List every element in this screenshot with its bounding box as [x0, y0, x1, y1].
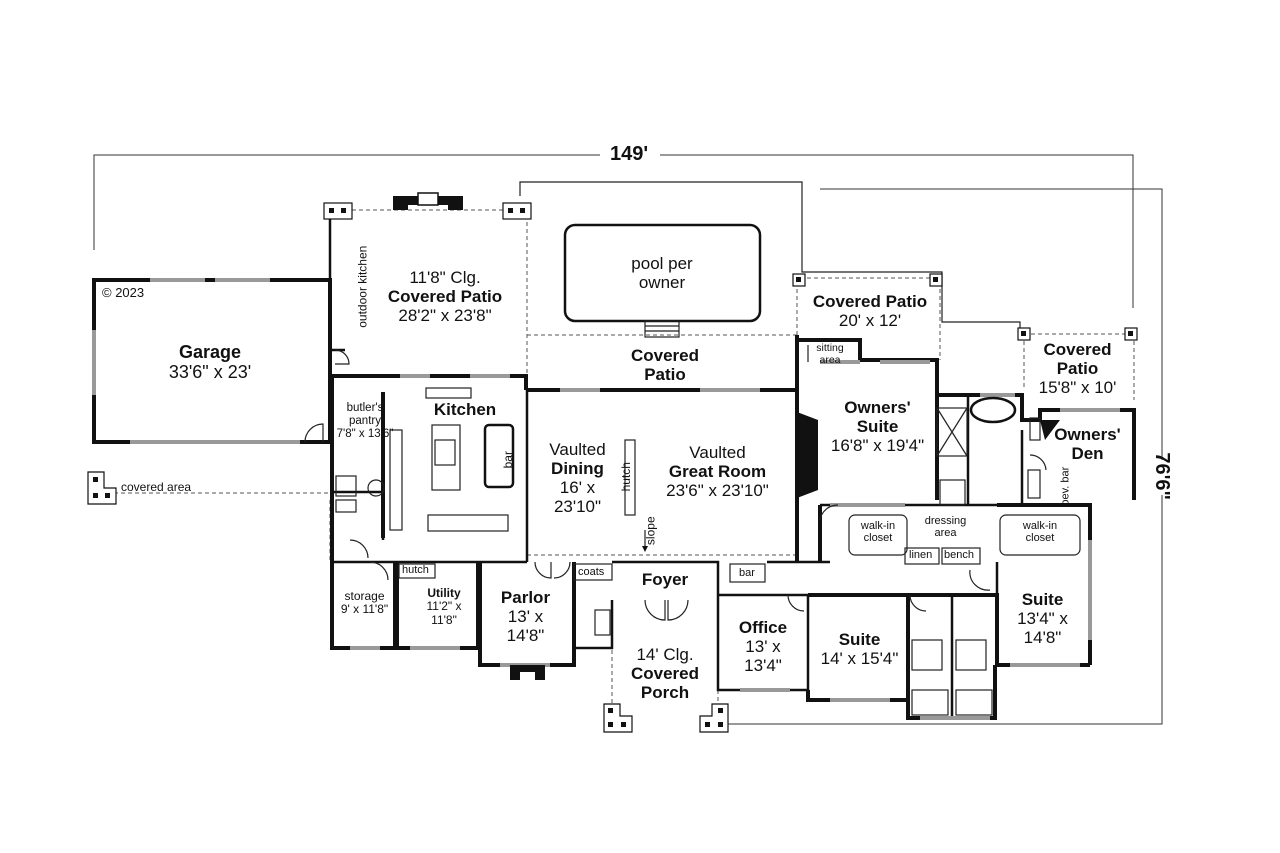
overall-width-dimension: 149' [610, 143, 649, 165]
covered-patio-center-name: Covered Patio [630, 346, 700, 385]
great-room-size: 23'6" x 23'10" [666, 481, 769, 501]
utility-name: Utility [427, 586, 461, 600]
misc-outlines [398, 345, 981, 583]
dining-prefix: Vaulted [549, 440, 606, 459]
hutch-utility-label: hutch [402, 564, 429, 576]
parlor-size: 13' x 14'8" [506, 607, 545, 646]
foyer-label: Foyer [630, 570, 700, 589]
great-room-label: Vaulted Great Room 23'6" x 23'10" [650, 443, 785, 500]
dining-label: Vaulted Dining 16' x 23'10" [535, 440, 620, 516]
storage-name: storage [344, 589, 385, 603]
covered-area-label: covered area [121, 480, 192, 494]
butlers-pantry-label: butler's pantry 7'8" x 13'6" [335, 402, 395, 441]
pool-label: pool per owner [631, 254, 693, 293]
bar-kitchen-label: bar [500, 451, 515, 469]
bev-bar-label: bev. bar [1059, 466, 1072, 506]
suite-center-label: Suite 14' x 15'4" [812, 630, 907, 668]
garage-size: 33'6" x 23' [168, 362, 252, 383]
covered-patio-main-label: 11'8" Clg. Covered Patio 28'2" x 23'8" [370, 268, 520, 325]
owners-suite-label: Owners' Suite 16'8" x 19'4" [825, 398, 930, 455]
parlor-name: Parlor [500, 588, 551, 607]
great-room-prefix: Vaulted [689, 443, 746, 462]
owners-suite-name: Owners' Suite [844, 398, 911, 437]
dimension-lines [93, 154, 1163, 725]
suite-right-size: 13'4" x 14'8" [1017, 609, 1068, 648]
parlor-label: Parlor 13' x 14'8" [488, 588, 563, 645]
outdoor-kitchen-label: outdoor kitchen [355, 245, 370, 328]
utility-size: 11'2" x 11'8" [426, 599, 462, 627]
storage-size: 9' x 11'8" [340, 602, 389, 617]
bath-fixtures [594, 396, 1081, 716]
covered-patio-den-size: 15'8" x 10' [1038, 378, 1117, 398]
covered-patio-main-name: Covered Patio [387, 287, 503, 307]
kitchen-label: Kitchen [410, 400, 520, 419]
patio-boundaries [100, 209, 1135, 712]
coats-label: coats [578, 566, 605, 578]
overall-depth-dimension: 76'6" [1151, 452, 1174, 500]
covered-patio-den-name: Covered Patio [1043, 340, 1112, 379]
suite-right-label: Suite 13'4" x 14'8" [1005, 590, 1080, 647]
covered-patio-owners-name: Covered Patio [812, 292, 928, 311]
walkin-closet-left-label: walk-in closet [860, 520, 896, 545]
covered-patio-owners-label: Covered Patio 20' x 12' [800, 292, 940, 330]
windows [92, 278, 1120, 720]
butlers-pantry-size: 7'8" x 13'6" [336, 427, 394, 440]
dining-size: 16' x 23'10" [553, 478, 602, 517]
covered-porch-label: 14' Clg. Covered Porch [615, 645, 715, 702]
fireplaces [393, 192, 1060, 680]
utility-label: Utility 11'2" x 11'8" [420, 586, 468, 627]
bench-label: bench [944, 549, 974, 561]
suite-right-name: Suite [1021, 590, 1064, 609]
doors [304, 349, 1047, 621]
covered-patio-den-label: Covered Patio 15'8" x 10' [1030, 340, 1125, 397]
owners-suite-size: 16'8" x 19'4" [830, 436, 925, 456]
kitchen-name: Kitchen [433, 400, 497, 419]
storage-label: storage 9' x 11'8" [337, 589, 392, 617]
office-name: Office [738, 618, 788, 637]
owners-den-label: Owners' Den [1045, 425, 1130, 463]
suite-center-name: Suite [838, 630, 881, 649]
covered-porch-ceiling: 14' Clg. [636, 645, 694, 664]
hutch-dining-label: hutch [618, 462, 633, 492]
office-size: 13' x 13'4" [744, 637, 782, 676]
owners-den-name: Owners' Den [1054, 425, 1121, 464]
posts [87, 202, 1138, 733]
garage-label: Garage 33'6" x 23' [150, 342, 270, 382]
terrace-outline [519, 181, 1021, 328]
bar-foyer-label: bar [739, 567, 755, 579]
covered-patio-main-ceiling: 11'8" Clg. [409, 268, 481, 287]
covered-patio-center-label: Covered Patio [610, 346, 720, 384]
sitting-area-label: sitting area [816, 342, 844, 366]
pool [563, 223, 762, 338]
suite-center-size: 14' x 15'4" [820, 649, 899, 669]
covered-patio-main-size: 28'2" x 23'8" [398, 306, 492, 326]
covered-porch-name: Covered Porch [630, 664, 700, 703]
linen-label: linen [909, 549, 933, 561]
dining-name: Dining [551, 459, 604, 479]
kitchen-fixtures [335, 387, 636, 532]
garage-name: Garage [178, 342, 242, 362]
dressing-area-label: dressing area [924, 515, 967, 540]
walkin-closet-right-label: walk-in closet [1022, 520, 1058, 545]
copyright: © 2023 [102, 285, 145, 300]
butlers-pantry-name: butler's pantry [346, 402, 384, 427]
slope-label: slope [643, 516, 658, 546]
great-room-name: Great Room [668, 462, 767, 482]
office-label: Office 13' x 13'4" [728, 618, 798, 675]
foyer-name: Foyer [641, 570, 689, 589]
covered-patio-owners-size: 20' x 12' [838, 311, 902, 331]
